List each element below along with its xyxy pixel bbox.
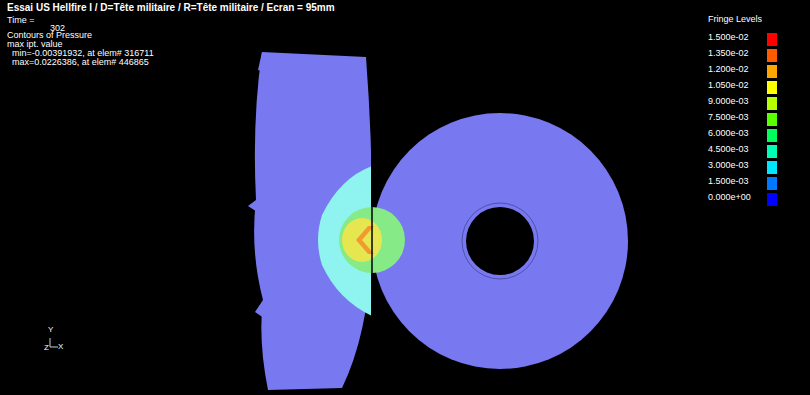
contour-note: max ipt. value bbox=[7, 39, 63, 49]
fringe-level: 1.350e-02 bbox=[708, 48, 749, 58]
plot-title: Essai US Hellfire I / D=Tête militaire /… bbox=[7, 3, 335, 13]
plate-fragment bbox=[248, 52, 266, 318]
legend-swatch bbox=[767, 113, 777, 126]
legend-swatch bbox=[767, 65, 777, 78]
legend-swatch bbox=[767, 193, 777, 206]
min-value: min=-0.00391932, at elem# 316711 bbox=[12, 48, 154, 58]
axis-line bbox=[50, 347, 58, 348]
fringe-level: 1.500e-02 bbox=[708, 32, 749, 42]
legend-swatch bbox=[767, 33, 777, 46]
fringe-level: 1.050e-02 bbox=[708, 80, 749, 90]
fringe-level: 3.000e-03 bbox=[708, 160, 749, 170]
fringe-level: 6.000e-03 bbox=[708, 128, 749, 138]
contact-gap bbox=[371, 205, 373, 275]
fringe-level: 1.200e-02 bbox=[708, 64, 749, 74]
legend-swatch bbox=[767, 97, 777, 110]
legend-swatch bbox=[767, 177, 777, 190]
contour-label: Contours of Pressure bbox=[7, 30, 92, 40]
time-label: Time = bbox=[7, 15, 34, 25]
legend-swatch bbox=[767, 161, 777, 174]
disk-hole bbox=[466, 207, 534, 275]
projectile-disk bbox=[372, 113, 628, 369]
legend-swatch bbox=[767, 81, 777, 94]
legend-swatch bbox=[767, 49, 777, 62]
fringe-level: 7.500e-03 bbox=[708, 112, 749, 122]
fringe-level: 1.500e-03 bbox=[708, 176, 749, 186]
axis-line bbox=[50, 338, 51, 347]
max-value: max=0.0226386, at elem# 446865 bbox=[12, 57, 149, 67]
legend-swatch bbox=[767, 145, 777, 158]
axis-label: Z bbox=[44, 343, 49, 353]
fringe-level: 4.500e-03 bbox=[708, 144, 749, 154]
axis-label: X bbox=[58, 342, 63, 352]
legend-title: Fringe Levels bbox=[708, 14, 762, 24]
contact-gap bbox=[371, 150, 373, 330]
legend-swatch bbox=[767, 129, 777, 142]
fringe-level: 9.000e-03 bbox=[708, 96, 749, 106]
axis-label: Y bbox=[48, 325, 53, 335]
disk-ring bbox=[462, 203, 538, 279]
pressure-zone bbox=[342, 218, 382, 262]
fringe-level: 0.000e+00 bbox=[708, 192, 751, 202]
